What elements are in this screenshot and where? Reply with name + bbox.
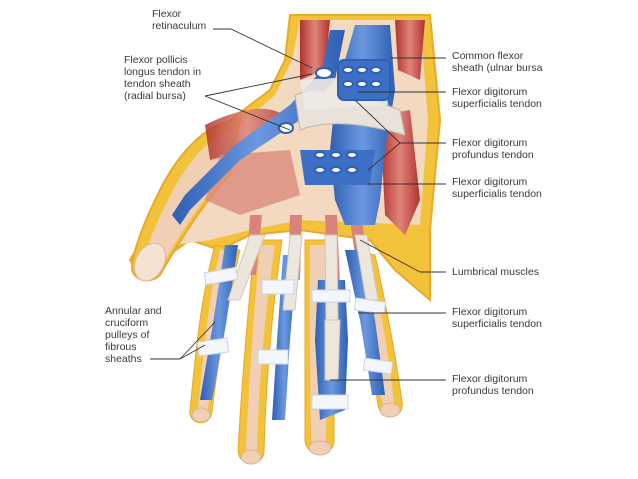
label-fds-tendon-2: Flexor digitorum superficialis tendon xyxy=(452,176,542,200)
label-fds-tendon-1: Flexor digitorum superficialis tendon xyxy=(452,86,542,110)
label-line: Flexor digitorum xyxy=(452,137,528,149)
label-line: Flexor digitorum xyxy=(452,176,528,188)
leader-lines xyxy=(150,28,446,381)
label-line: sheath (ulnar bursa xyxy=(452,62,543,74)
label-flexor-pollicis-longus-sheath: Flexor pollicis longus tendon in tendon … xyxy=(124,54,201,102)
label-line: tendon sheath xyxy=(124,78,191,90)
label-line: Flexor digitorum xyxy=(452,86,528,98)
label-line: Lumbrical muscles xyxy=(452,266,539,278)
label-common-flexor-sheath: Common flexor sheath (ulnar bursa xyxy=(452,50,542,74)
label-line: profundus tendon xyxy=(452,385,534,397)
label-line: sheaths xyxy=(105,353,142,365)
label-line: Annular and xyxy=(105,305,162,317)
label-line: pulleys of xyxy=(105,329,150,341)
label-line: superficialis tendon xyxy=(452,318,542,330)
label-line: fibrous xyxy=(105,341,137,353)
label-line: superficialis tendon xyxy=(452,188,542,200)
label-annular-cruciform-pulleys: Annular and cruciform pulleys of fibrous… xyxy=(105,305,162,365)
label-line: Flexor digitorum xyxy=(452,373,528,385)
label-line: Flexor pollicis xyxy=(124,54,188,66)
label-line: Common flexor xyxy=(452,50,524,62)
label-fds-tendon-3: Flexor digitorum superficialis tendon xyxy=(452,306,542,330)
tendons xyxy=(227,234,379,381)
label-line: (radial bursa) xyxy=(124,90,186,102)
label-line: cruciform xyxy=(105,317,149,329)
muscles xyxy=(205,20,425,290)
fingertips xyxy=(191,402,401,465)
label-lumbrical-muscles: Lumbrical muscles xyxy=(452,266,539,278)
label-line: retinaculum xyxy=(152,20,207,32)
label-line: longus tendon in xyxy=(124,66,202,78)
label-fdp-tendon-2: Flexor digitorum profundus tendon xyxy=(452,373,534,397)
label-line: superficialis tendon xyxy=(452,98,542,110)
label-line: profundus tendon xyxy=(452,149,534,161)
label-line: Flexor digitorum xyxy=(452,306,528,318)
label-flexor-retinaculum: Flexor retinaculum xyxy=(152,8,206,32)
label-line: Flexor xyxy=(152,8,182,20)
fibrous-pulleys xyxy=(196,266,394,410)
label-fdp-tendon-1: Flexor digitorum profundus tendon xyxy=(452,137,534,161)
